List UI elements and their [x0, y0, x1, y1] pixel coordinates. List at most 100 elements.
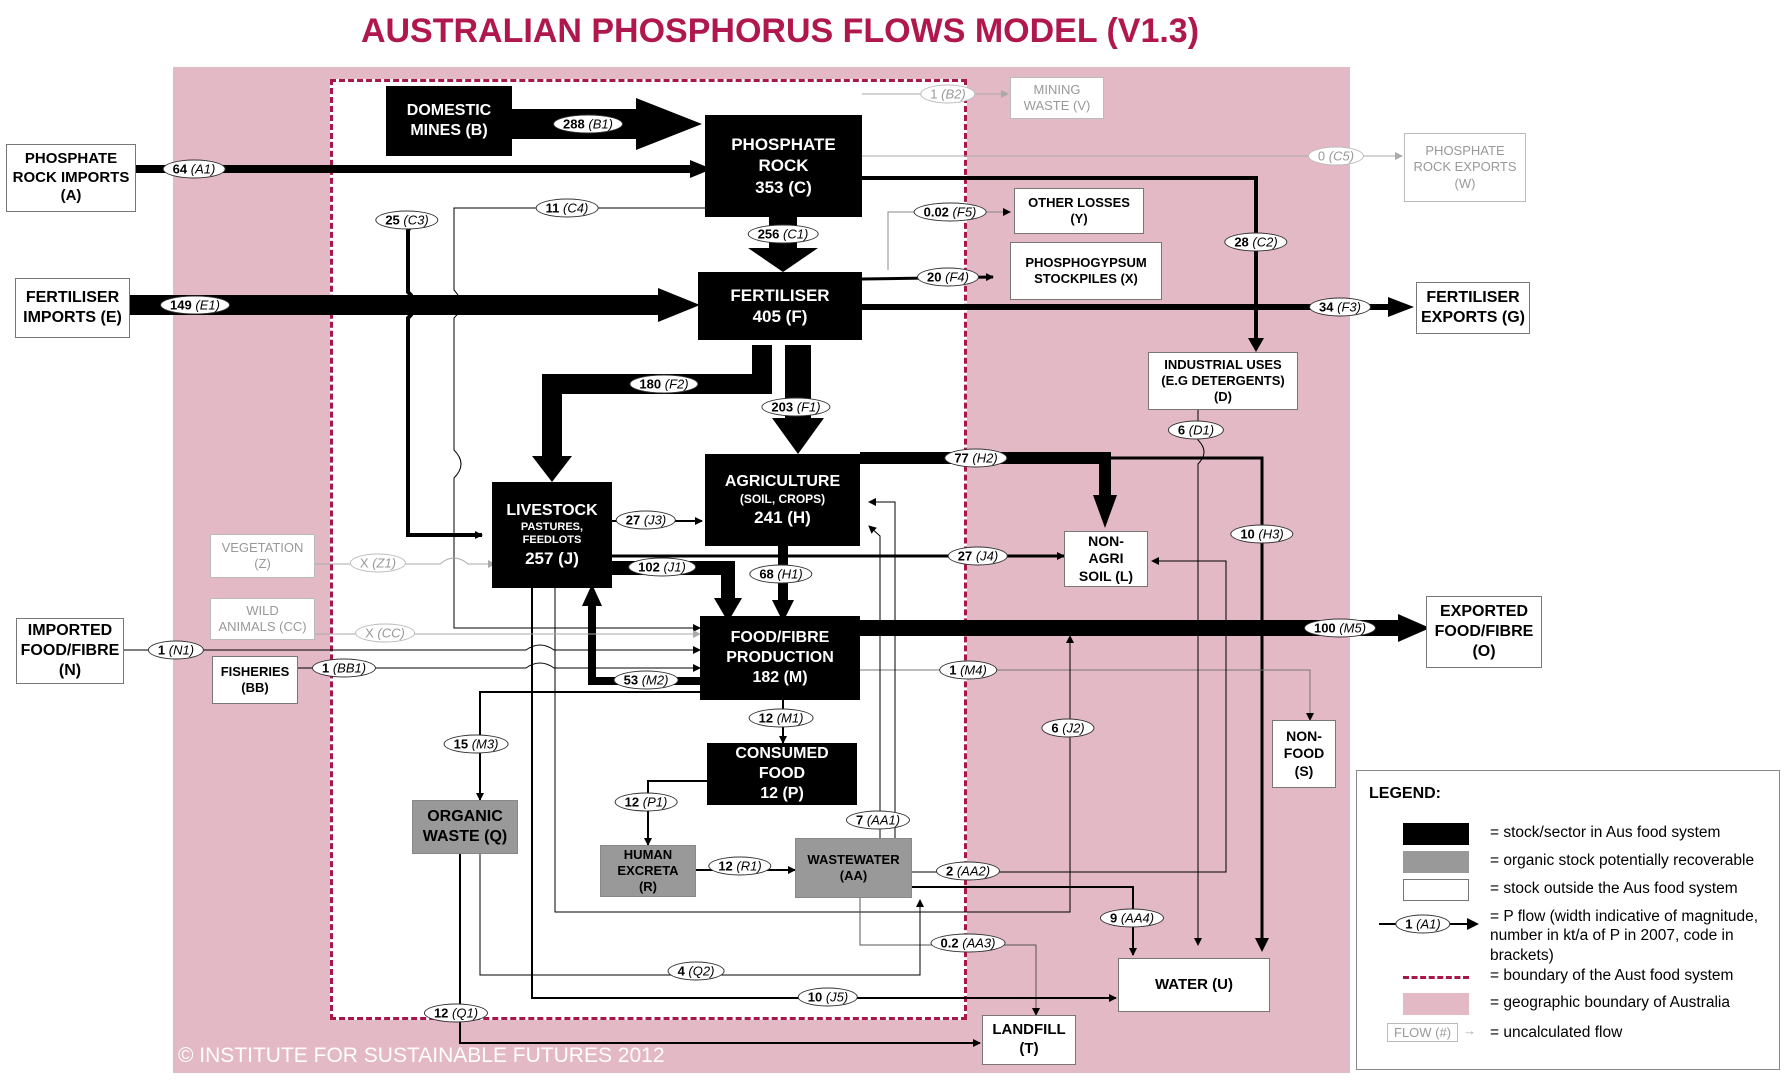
flow-label-c3: 25 (C3) [375, 210, 439, 230]
flow-label-j5: 10 (J5) [797, 987, 859, 1007]
node-imported-food-fibre: IMPORTED FOOD/FIBRE (N) [16, 618, 124, 684]
flow-label-m4: 1 (M4) [939, 660, 997, 680]
flow-label-m5: 100 (M5) [1303, 618, 1377, 638]
flow-c3-line [406, 218, 483, 539]
flow-label-f4: 20 (F4) [917, 267, 979, 287]
flow-h1-head [772, 600, 794, 622]
flow-label-q1: 12 (Q1) [423, 1003, 489, 1023]
flow-f2-line [542, 345, 772, 458]
legend-text-geo-boundary: = geographic boundary of Australia [1490, 994, 1730, 1011]
node-organic-waste: ORGANIC WASTE (Q) [412, 800, 518, 854]
flow-label-aa1: 7 (AA1) [845, 810, 911, 830]
flow-h3-head [1255, 938, 1269, 952]
flow-label-a1: 64 (A1) [162, 159, 226, 179]
legend-flow-sample-label: 1 (A1) [1395, 914, 1451, 934]
flow-label-j3: 27 (J3) [615, 510, 677, 530]
flow-label-c4: 11 (C4) [535, 198, 599, 218]
flow-c4-line [453, 207, 705, 632]
flow-label-j4: 27 (J4) [947, 546, 1009, 566]
flow-h2-head [1093, 495, 1117, 528]
flow-p1-line [644, 780, 710, 846]
flow-j2-line [554, 588, 1074, 913]
flow-m4-line [860, 669, 1314, 721]
copyright-text: © INSTITUTE FOR SUSTAINABLE FUTURES 2012 [178, 1044, 665, 1067]
node-agriculture: AGRICULTURE (SOIL, CROPS) 241 (H) [705, 454, 860, 546]
node-fertiliser-exports: FERTILISER EXPORTS (G) [1416, 282, 1530, 334]
node-phosphate-rock-exports: PHOSPHATE ROCK EXPORTS (W) [1404, 133, 1526, 202]
flow-d1-line [1194, 410, 1205, 946]
flow-label-m2: 53 (M2) [613, 670, 679, 690]
flow-label-aa3: 0.2 (AA3) [930, 933, 1006, 953]
flow-label-m3: 15 (M3) [443, 734, 509, 754]
flow-label-q2: 4 (Q2) [667, 961, 725, 981]
flow-aa1b-line [868, 498, 896, 842]
node-consumed-food: CONSUMED FOOD 12 (P) [707, 743, 857, 805]
flow-aa2-line [912, 557, 1227, 873]
node-exported-food-fibre: EXPORTED FOOD/FIBRE (O) [1426, 596, 1542, 668]
flow-f1-head [772, 418, 824, 454]
legend-swatch-stock [1403, 823, 1469, 845]
legend-swatch-organic [1403, 851, 1469, 873]
flow-label-h1: 68 (H1) [749, 564, 813, 584]
flow-bb1-line [298, 662, 701, 672]
node-fertiliser-imports: FERTILISER IMPORTS (E) [15, 278, 130, 338]
flow-a1-head [690, 160, 712, 178]
flow-label-b1: 288 (B1) [553, 114, 623, 134]
node-other-losses: OTHER LOSSES (Y) [1014, 188, 1144, 234]
legend-text-outside: = stock outside the Aus food system [1490, 880, 1738, 897]
flow-label-j1: 102 (J1) [628, 557, 696, 577]
flow-label-bb1: 1 (BB1) [311, 658, 377, 678]
node-landfill: LANDFILL (T) [982, 1015, 1076, 1065]
livestock-title: LIVESTOCK [506, 501, 598, 519]
agriculture-title: AGRICULTURE [724, 472, 841, 490]
flow-j5-line [531, 588, 1117, 1002]
flow-label-e1: 149 (E1) [160, 295, 230, 315]
flow-label-c1: 256 (C1) [747, 224, 819, 244]
flow-c2-head [1248, 338, 1264, 352]
node-non-agri-soil: NON- AGRI SOIL (L) [1064, 531, 1148, 587]
flow-h3-line [1105, 456, 1264, 940]
node-vegetation: VEGETATION (Z) [210, 534, 315, 578]
node-domestic-mines: DOMESTIC MINES (B) [386, 86, 512, 156]
node-non-food: NON- FOOD (S) [1272, 720, 1336, 788]
flow-n1-line [124, 644, 701, 654]
flow-label-c2: 28 (C2) [1224, 232, 1288, 252]
node-human-excreta: HUMAN EXCRETA (R) [600, 845, 696, 897]
flow-label-f3: 34 (F3) [1309, 297, 1371, 317]
node-livestock: LIVESTOCK PASTURES, FEEDLOTS 257 (J) [492, 482, 612, 588]
flow-j1-head [714, 598, 742, 622]
flow-label-n1: 1 (N1) [147, 640, 205, 660]
node-food-fibre-production: FOOD/FIBRE PRODUCTION 182 (M) [700, 616, 860, 700]
agriculture-value: 241 (H) [754, 507, 811, 527]
flow-z1-line [310, 557, 496, 568]
page-title: AUSTRALIAN PHOSPHORUS FLOWS MODEL (V1.3) [360, 12, 1200, 50]
node-water: WATER (U) [1118, 958, 1270, 1012]
flow-label-j2: 6 (J2) [1041, 718, 1095, 738]
flow-label-d1: 6 (D1) [1167, 420, 1225, 440]
node-industrial-uses: INDUSTRIAL USES (E.G DETERGENTS) (D) [1148, 352, 1298, 410]
flow-label-f1: 203 (F1) [761, 397, 831, 417]
node-wastewater: WASTEWATER (AA) [795, 838, 912, 898]
flow-b1-head [636, 98, 702, 150]
legend-uncalc-arrow-icon: → [1463, 1023, 1476, 1038]
flow-label-f2: 180 (F2) [629, 374, 699, 394]
legend-text-uncalc: = uncalculated flow [1490, 1024, 1623, 1041]
legend-uncalc-sample: FLOW (#) [1387, 1023, 1459, 1042]
flow-label-aa4: 9 (AA4) [1099, 908, 1165, 928]
livestock-subtitle: PASTURES, FEEDLOTS [520, 520, 584, 547]
legend: LEGEND: = stock/sector in Aus food syste… [1356, 770, 1780, 1070]
node-wild-animals: WILD ANIMALS (CC) [210, 598, 315, 640]
flow-q1-line [459, 850, 981, 1047]
legend-text-organic: = organic stock potentially recoverable [1490, 852, 1755, 869]
flow-label-r1: 12 (R1) [708, 856, 772, 876]
flow-label-cc: X (CC) [355, 623, 415, 643]
flow-aa1-line [868, 525, 881, 842]
flow-f2-head [532, 456, 572, 482]
legend-title: LEGEND: [1369, 785, 1441, 802]
node-phosphate-rock: PHOSPHATE ROCK 353 (C) [705, 115, 862, 217]
livestock-value: 257 (J) [525, 549, 579, 569]
node-fisheries: FISHERIES (BB) [212, 656, 298, 704]
flow-label-p1: 12 (P1) [614, 792, 678, 812]
flow-label-z1: X (Z1) [349, 553, 407, 573]
legend-swatch-food-boundary [1403, 976, 1469, 979]
